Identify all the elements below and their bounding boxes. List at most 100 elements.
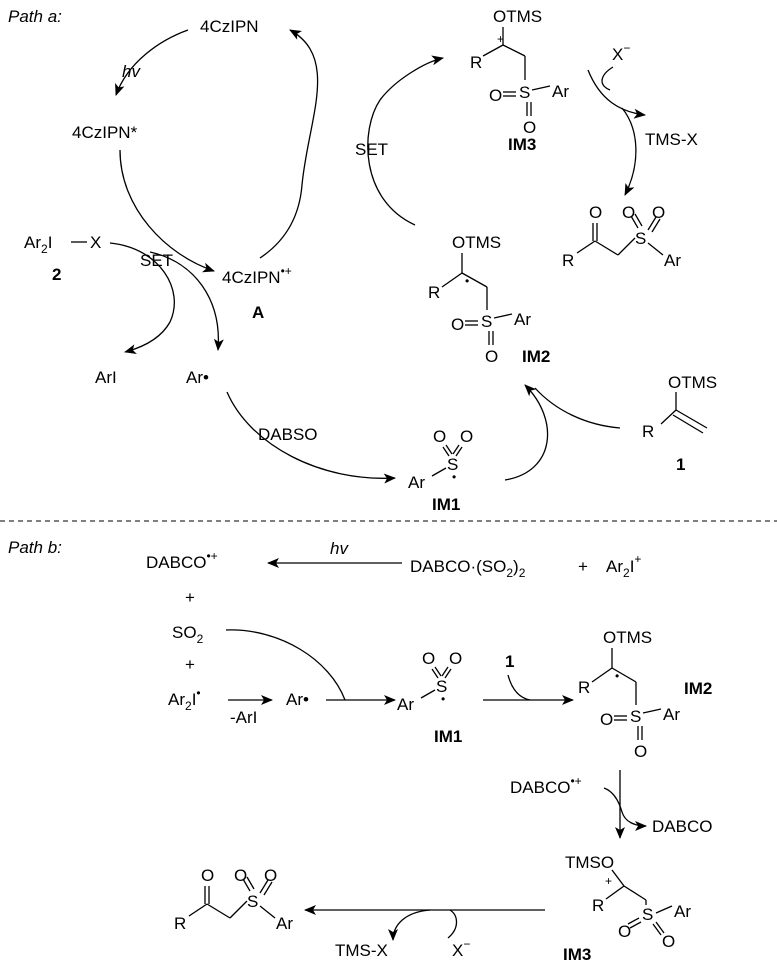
svg-text:O: O — [523, 118, 536, 137]
label-im3-b: IM3 — [563, 945, 591, 964]
product-a: O R S O O Ar — [562, 203, 681, 270]
svg-text:+: + — [605, 874, 612, 888]
svg-text:O: O — [485, 347, 498, 366]
label-im1-a: IM1 — [432, 495, 460, 514]
svg-text:O: O — [234, 866, 247, 885]
label-im3-a: IM3 — [508, 135, 536, 154]
set-label-1: SET — [355, 140, 388, 159]
halide-anion-b: X− — [452, 937, 470, 960]
im3-structure-b: TMSO + R S O O Ar — [565, 853, 691, 951]
im1-structure-a: O O S • Ar — [408, 427, 473, 492]
tms-x-a: TMS-X — [645, 130, 698, 149]
svg-text:•: • — [452, 470, 456, 484]
svg-text:O: O — [600, 710, 613, 729]
plus-b-2: + — [185, 588, 195, 607]
svg-text:R: R — [562, 251, 574, 270]
arrow-regeneration — [289, 29, 319, 186]
arrow-substrate-in — [534, 387, 621, 429]
ari-byproduct: ArI — [95, 368, 117, 387]
arrow-dabso — [226, 391, 396, 484]
arrow-so2-capture — [225, 629, 346, 701]
dabco-radical-cation-b2: DABCO•+ — [510, 774, 582, 797]
svg-text:TMSO: TMSO — [565, 853, 614, 872]
path-b-title: Path b: — [8, 538, 62, 557]
svg-text:O: O — [422, 649, 435, 668]
arrow-to-product-a — [621, 107, 637, 196]
svg-text:R: R — [592, 896, 604, 915]
svg-text:S: S — [481, 312, 492, 331]
svg-text:Ar: Ar — [663, 705, 680, 724]
svg-text:•: • — [465, 274, 469, 288]
excited-catalyst: 4CzIPN* — [72, 123, 138, 142]
svg-text:Ar: Ar — [514, 310, 531, 329]
aryl-radical-b: Ar• — [286, 690, 309, 709]
minus-ari-label: -ArI — [230, 708, 257, 727]
arrow-im1-to-im2 — [504, 384, 549, 481]
path-a-title: Path a: — [8, 7, 62, 26]
im3-structure-a: OTMS + R S O O Ar — [470, 7, 569, 137]
label-1-a: 1 — [676, 455, 685, 474]
svg-text:OTMS: OTMS — [493, 7, 542, 26]
svg-text:O: O — [433, 427, 446, 446]
halide-anion-a: X− — [612, 41, 630, 64]
photocatalyst-4czipn: 4CzIPN — [200, 17, 259, 36]
catalyst-radical-cation: 4CzIPN•+ — [222, 264, 292, 287]
arrow-set-oxidation — [119, 149, 215, 273]
diaryliodine-radical-b: Ar2I• — [168, 686, 201, 713]
product-b: O R S O O Ar — [174, 866, 293, 933]
svg-text:O: O — [460, 427, 473, 446]
arrow-halide-attack-b — [447, 909, 458, 939]
dabso-complex: DABCO·(SO2)2 — [410, 557, 526, 580]
svg-text:S: S — [635, 229, 646, 248]
svg-text:O: O — [618, 922, 631, 941]
svg-text:S: S — [436, 677, 447, 696]
svg-text:OTMS: OTMS — [668, 373, 717, 392]
arrow-to-ari — [109, 242, 175, 354]
label-a: A — [252, 303, 264, 322]
arrow-to-tms-x-b — [388, 909, 431, 941]
svg-text:R: R — [642, 422, 654, 441]
svg-text:S: S — [519, 83, 530, 102]
dabco-radical-cation-b: DABCO•+ — [146, 549, 218, 572]
im2-structure-a: OTMS • R S O O Ar — [428, 233, 531, 366]
svg-text:Ar: Ar — [408, 473, 425, 492]
arrow-substrate-b — [507, 674, 531, 701]
svg-text:R: R — [578, 678, 590, 697]
label-im2-b: IM2 — [684, 679, 712, 698]
arrow-to-tms-x-a — [587, 69, 646, 119]
hv-label-b: hv — [330, 539, 349, 558]
svg-text:Ar: Ar — [397, 695, 414, 714]
arrow-dabco-regen — [603, 787, 647, 831]
photoredox-cycle — [115, 29, 319, 273]
svg-text:Ar: Ar — [276, 914, 293, 933]
svg-text:S: S — [247, 892, 258, 911]
label-im1-b: IM1 — [434, 727, 462, 746]
svg-text:S: S — [447, 455, 458, 474]
hv-label-a: hv — [122, 62, 141, 81]
svg-text:S: S — [630, 707, 641, 726]
arrow-excitation — [115, 29, 189, 96]
arc-lower-right — [259, 184, 303, 259]
svg-text:O: O — [264, 866, 277, 885]
svg-text:O: O — [652, 203, 665, 222]
svg-text:OTMS: OTMS — [452, 233, 501, 252]
svg-text:O: O — [589, 203, 602, 222]
im1-structure-b: O O S • Ar — [397, 649, 462, 714]
dabso-label: DABSO — [258, 425, 318, 444]
arrow-to-ar-radical — [149, 251, 224, 351]
im2-structure-b: OTMS • R S O O Ar — [578, 628, 680, 761]
arrow-im2-to-im3 — [367, 55, 444, 226]
svg-text:O: O — [201, 866, 214, 885]
reagent-x: X — [90, 233, 101, 252]
svg-text:O: O — [489, 86, 502, 105]
svg-text:•: • — [441, 692, 445, 706]
svg-text:R: R — [470, 53, 482, 72]
substrate-1: OTMS R — [642, 373, 717, 441]
svg-text:O: O — [634, 742, 647, 761]
svg-text:S: S — [642, 905, 653, 924]
arrow-halide-attack-a — [601, 66, 614, 91]
svg-text:•: • — [615, 669, 619, 683]
label-1-b: 1 — [505, 652, 514, 671]
svg-text:Ar: Ar — [674, 902, 691, 921]
svg-text:O: O — [662, 932, 675, 951]
